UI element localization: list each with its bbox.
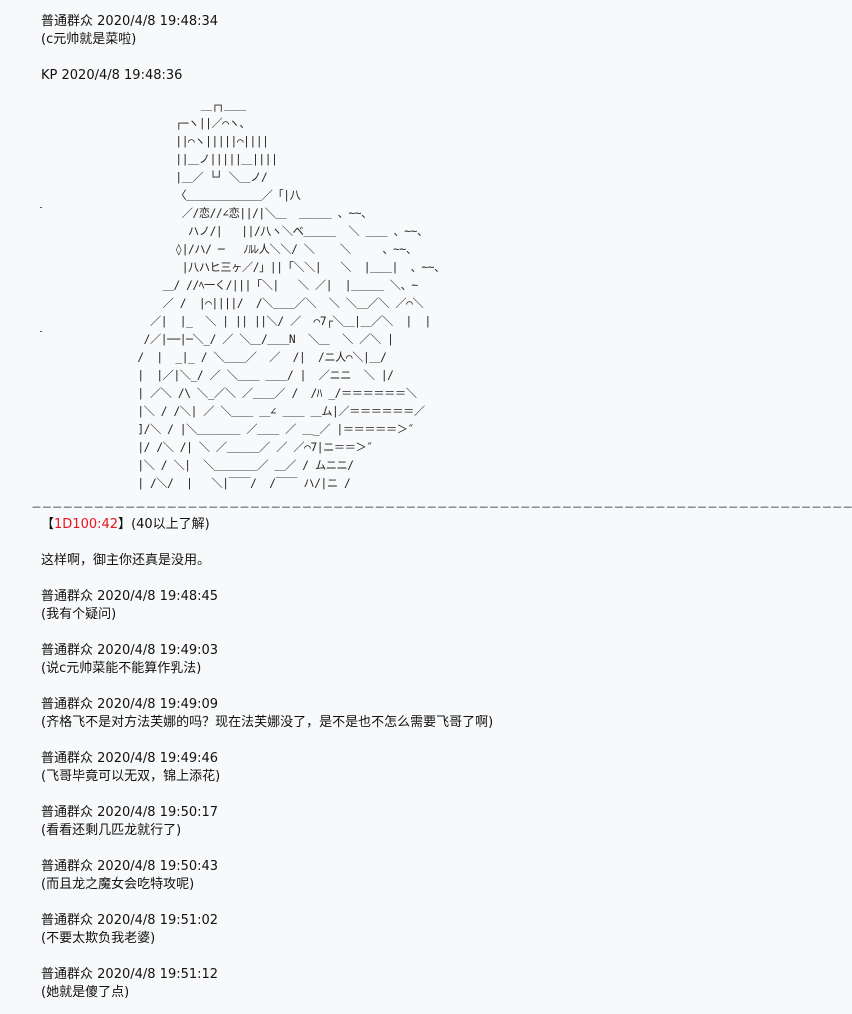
header-log: 普通群众 2020/4/8 19:48:34 (c元帅就是菜啦) KP 2020… bbox=[41, 13, 852, 85]
ascii-art-line: /／|──|─＼_/ ／ ＼＿/＿＿N ＼＿ ＼ ／＼ | bbox=[112, 333, 394, 346]
ascii-art-line: | /＼/ | ＼|￣￣/ /￣￣ ハ/|ニ / bbox=[112, 477, 351, 490]
message-text: (齐格飞不是对方法芙娜的吗？现在法芙娜没了，是不是也不怎么需要飞哥了啊) bbox=[41, 715, 494, 730]
ascii-art-line: / | _|_ / ＼＿＿／ ／ /| /ニ人⌒＼|＿/ bbox=[112, 351, 387, 364]
author: 普通群众 bbox=[41, 14, 94, 29]
ascii-art-line: ┌─ヽ||／⌒ヽ、 bbox=[112, 117, 251, 130]
dice-note: (40以上了解) bbox=[131, 517, 210, 532]
ascii-art-line: ／/恋//∠恋||/|＼＿ ＿＿＿ 、~~、 bbox=[112, 207, 373, 220]
message-header: 普通群众 2020/4/8 19:50:43 bbox=[41, 858, 493, 876]
ascii-art-line: |＿／ └┘ ＼＿ノ/ bbox=[112, 171, 268, 184]
timestamp: 2020/4/8 19:48:34 bbox=[97, 14, 219, 29]
author: 普通群众 bbox=[41, 805, 94, 820]
author: KP bbox=[41, 68, 58, 83]
message-text: (她就是傻了点) bbox=[41, 985, 130, 1000]
ascii-art-line: ／| |_ ＼ | || ||＼/ ／ ⌒7┌＼＿|＿／＼ | | bbox=[112, 315, 431, 328]
message-text: (飞哥毕竟可以无双，锦上添花) bbox=[41, 769, 221, 784]
stray-dot bbox=[40, 331, 42, 332]
narration: 这样啊，御主你还真是没用。 bbox=[41, 553, 211, 568]
timestamp: 2020/4/8 19:48:36 bbox=[61, 68, 183, 83]
ascii-art-line: ＿/ //ﾍ一く/|||「＼| ＼ ／| |＿＿＿ ＼、~ bbox=[112, 279, 418, 292]
author: 普通群众 bbox=[41, 859, 94, 874]
message-header: 普通群众 2020/4/8 19:48:34 bbox=[41, 13, 852, 31]
message-header: 普通群众 2020/4/8 19:51:12 bbox=[41, 966, 493, 984]
author: 普通群众 bbox=[41, 643, 94, 658]
author: 普通群众 bbox=[41, 697, 94, 712]
ascii-art-line: | ／＼ /\ ＼_／＼ ／＿＿／ / /ﾊ _/＝＝＝＝＝＝＼ bbox=[112, 387, 417, 400]
message-header: 普通群众 2020/4/8 19:49:46 bbox=[41, 750, 493, 768]
ascii-art-line: | |／|＼_/ ／ ＼＿＿ ＿＿/ | ／ニニ ＼ |/ bbox=[112, 369, 394, 382]
message-header: 普通群众 2020/4/8 19:48:45 bbox=[41, 588, 493, 606]
message-header: 普通群众 2020/4/8 19:49:03 bbox=[41, 642, 493, 660]
message-header: 普通群众 2020/4/8 19:50:17 bbox=[41, 804, 493, 822]
stray-dot bbox=[40, 207, 42, 208]
chat-log: 【1D100:42】(40以上了解) 这样啊，御主你还真是没用。 普通群众 20… bbox=[41, 516, 493, 1002]
message-text: (不要太欺负我老婆) bbox=[41, 931, 156, 946]
timestamp: 2020/4/8 19:49:09 bbox=[97, 697, 219, 712]
ascii-art-line: ]/＼ / |＼＿＿＿＿ ／＿＿ ／ ＿_／ |＝＝＝＝＝＞″ bbox=[112, 423, 414, 436]
ascii-art-line: |＼ / /＼| ／ ＼＿＿ ＿∠ ＿＿ ＿ム|／＝＝＝＝＝＝／ bbox=[112, 405, 425, 418]
ascii-art-line: ＿┌┐＿＿ bbox=[112, 99, 246, 112]
ascii-art-line: 〈＿＿＿＿＿＿＿／「|八 bbox=[112, 189, 301, 202]
ascii-art-line: ◊|/ハ/ ─ ﾉﾙﾚ人＼＼/ ＼ ＼ 、~~、 bbox=[112, 243, 417, 256]
ascii-art-line: |八ハヒ三ヶ／/」||「＼＼| ＼ |＿＿| 、~~、 bbox=[112, 261, 446, 274]
ascii-art-line: |＼ / ＼| ＼＿＿＿＿／ ＿／ / ムニニ/ bbox=[112, 459, 354, 472]
author: 普通群众 bbox=[41, 913, 94, 928]
dice-result: 【1D100:42】(40以上了解) bbox=[41, 517, 210, 532]
author: 普通群众 bbox=[41, 751, 94, 766]
timestamp: 2020/4/8 19:51:02 bbox=[97, 913, 219, 928]
timestamp: 2020/4/8 19:49:03 bbox=[97, 643, 219, 658]
message-text: (我有个疑问) bbox=[41, 607, 117, 622]
timestamp: 2020/4/8 19:48:45 bbox=[97, 589, 219, 604]
ascii-art-line: ||＿ノ|||||＿|||| bbox=[112, 153, 278, 166]
ascii-art-line: |/ /＼ /| ＼ ／＿＿＿／ ／ ／⌒7|ニ＝＝＞″ bbox=[112, 441, 373, 454]
message-text: (c元帅就是菜啦) bbox=[41, 32, 137, 47]
message-text: (看看还剩几匹龙就行了) bbox=[41, 823, 182, 838]
timestamp: 2020/4/8 19:51:12 bbox=[97, 967, 219, 982]
message-header: 普通群众 2020/4/8 19:51:02 bbox=[41, 912, 493, 930]
timestamp: 2020/4/8 19:50:17 bbox=[97, 805, 219, 820]
message-header: 普通群众 2020/4/8 19:49:09 bbox=[41, 696, 493, 714]
timestamp: 2020/4/8 19:49:46 bbox=[97, 751, 219, 766]
ascii-art-line: ／ / |⌒||||/ /＼＿＿／＼ ＼ ＼＿／＼ ／⌒＼ bbox=[112, 297, 424, 310]
ascii-art-dio: ＿┌┐＿＿ ┌─ヽ||／⌒ヽ、 ||⌒ヽ|||||⌒|||| ||＿ノ|||||… bbox=[112, 97, 445, 493]
author: 普通群众 bbox=[41, 589, 94, 604]
ascii-art-line: ハノ/| ||/八ヽ＼ベ＿＿＿ ＼ ＿＿ 、~~、 bbox=[112, 225, 428, 238]
dice-roll: 1D100:42 bbox=[54, 517, 119, 532]
divider-line: －－－－－－－－－－－－－－－－－－－－－－－－－－－－－－－－－－－－－－－－… bbox=[31, 501, 852, 514]
message-text: (而且龙之魔女会吃特攻呢) bbox=[41, 877, 195, 892]
message-text: (说c元帅菜能不能算作乳法) bbox=[41, 661, 202, 676]
message-header: KP 2020/4/8 19:48:36 bbox=[41, 67, 852, 85]
ascii-art-line: ||⌒ヽ|||||⌒|||| bbox=[112, 135, 269, 148]
timestamp: 2020/4/8 19:50:43 bbox=[97, 859, 219, 874]
author: 普通群众 bbox=[41, 967, 94, 982]
